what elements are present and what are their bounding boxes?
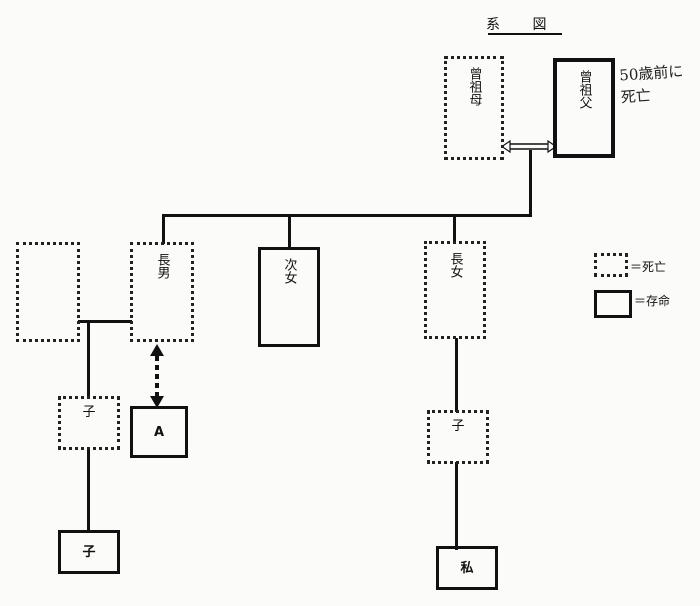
legend-dead-label: ＝死亡: [630, 260, 667, 274]
me-label: 私: [460, 560, 474, 576]
child-left-label: 子: [82, 405, 96, 420]
eldest-daughter-node: 長女: [424, 241, 486, 339]
me-node: 私: [436, 546, 498, 590]
line-to-second-daughter: [288, 214, 291, 248]
child-right-node: 子: [427, 410, 489, 464]
person-a-node: A: [130, 406, 188, 458]
blank-spouse-node: [16, 242, 80, 342]
line-to-eldest-daughter: [453, 214, 456, 244]
second-daughter-label: 次女: [281, 258, 297, 284]
line-to-grandchild-left: [87, 450, 90, 532]
child-right-label: 子: [451, 419, 465, 434]
relation-dotted-arrow: [150, 344, 164, 408]
legend-alive-label: ＝存命: [634, 294, 671, 308]
line-to-me: [455, 462, 458, 550]
great-grandmother-label: 曾祖母: [466, 67, 482, 106]
eldest-son-label: 長男: [154, 253, 170, 279]
spouse-double-arrow: [500, 139, 558, 154]
line-spouse-horizontal: [78, 320, 132, 323]
second-daughter-node: 次女: [258, 247, 320, 347]
great-grandfather-node: 曾祖父: [553, 58, 615, 158]
child-left-node: 子: [58, 396, 120, 450]
great-grandmother-node: 曾祖母: [444, 56, 504, 160]
grandchild-left-node: 子: [58, 530, 120, 574]
great-grandfather-label: 曾祖父: [576, 70, 592, 109]
person-a-label: A: [153, 424, 165, 440]
line-siblings-horizontal: [162, 214, 532, 217]
legend-dead-swatch: [594, 253, 628, 277]
line-to-child-left: [87, 320, 90, 396]
eldest-daughter-label: 長女: [447, 252, 463, 278]
title-underline: [488, 33, 562, 35]
eldest-son-node: 長男: [130, 242, 194, 342]
line-to-child-right: [455, 338, 458, 412]
diagram-title: 系 図: [486, 17, 561, 33]
line-couple-down: [529, 150, 532, 216]
legend-alive-swatch: [594, 290, 632, 318]
handwritten-note: 50歳前に死亡: [618, 62, 684, 107]
line-to-eldest-son: [162, 214, 165, 244]
grandchild-left-label: 子: [82, 544, 96, 560]
